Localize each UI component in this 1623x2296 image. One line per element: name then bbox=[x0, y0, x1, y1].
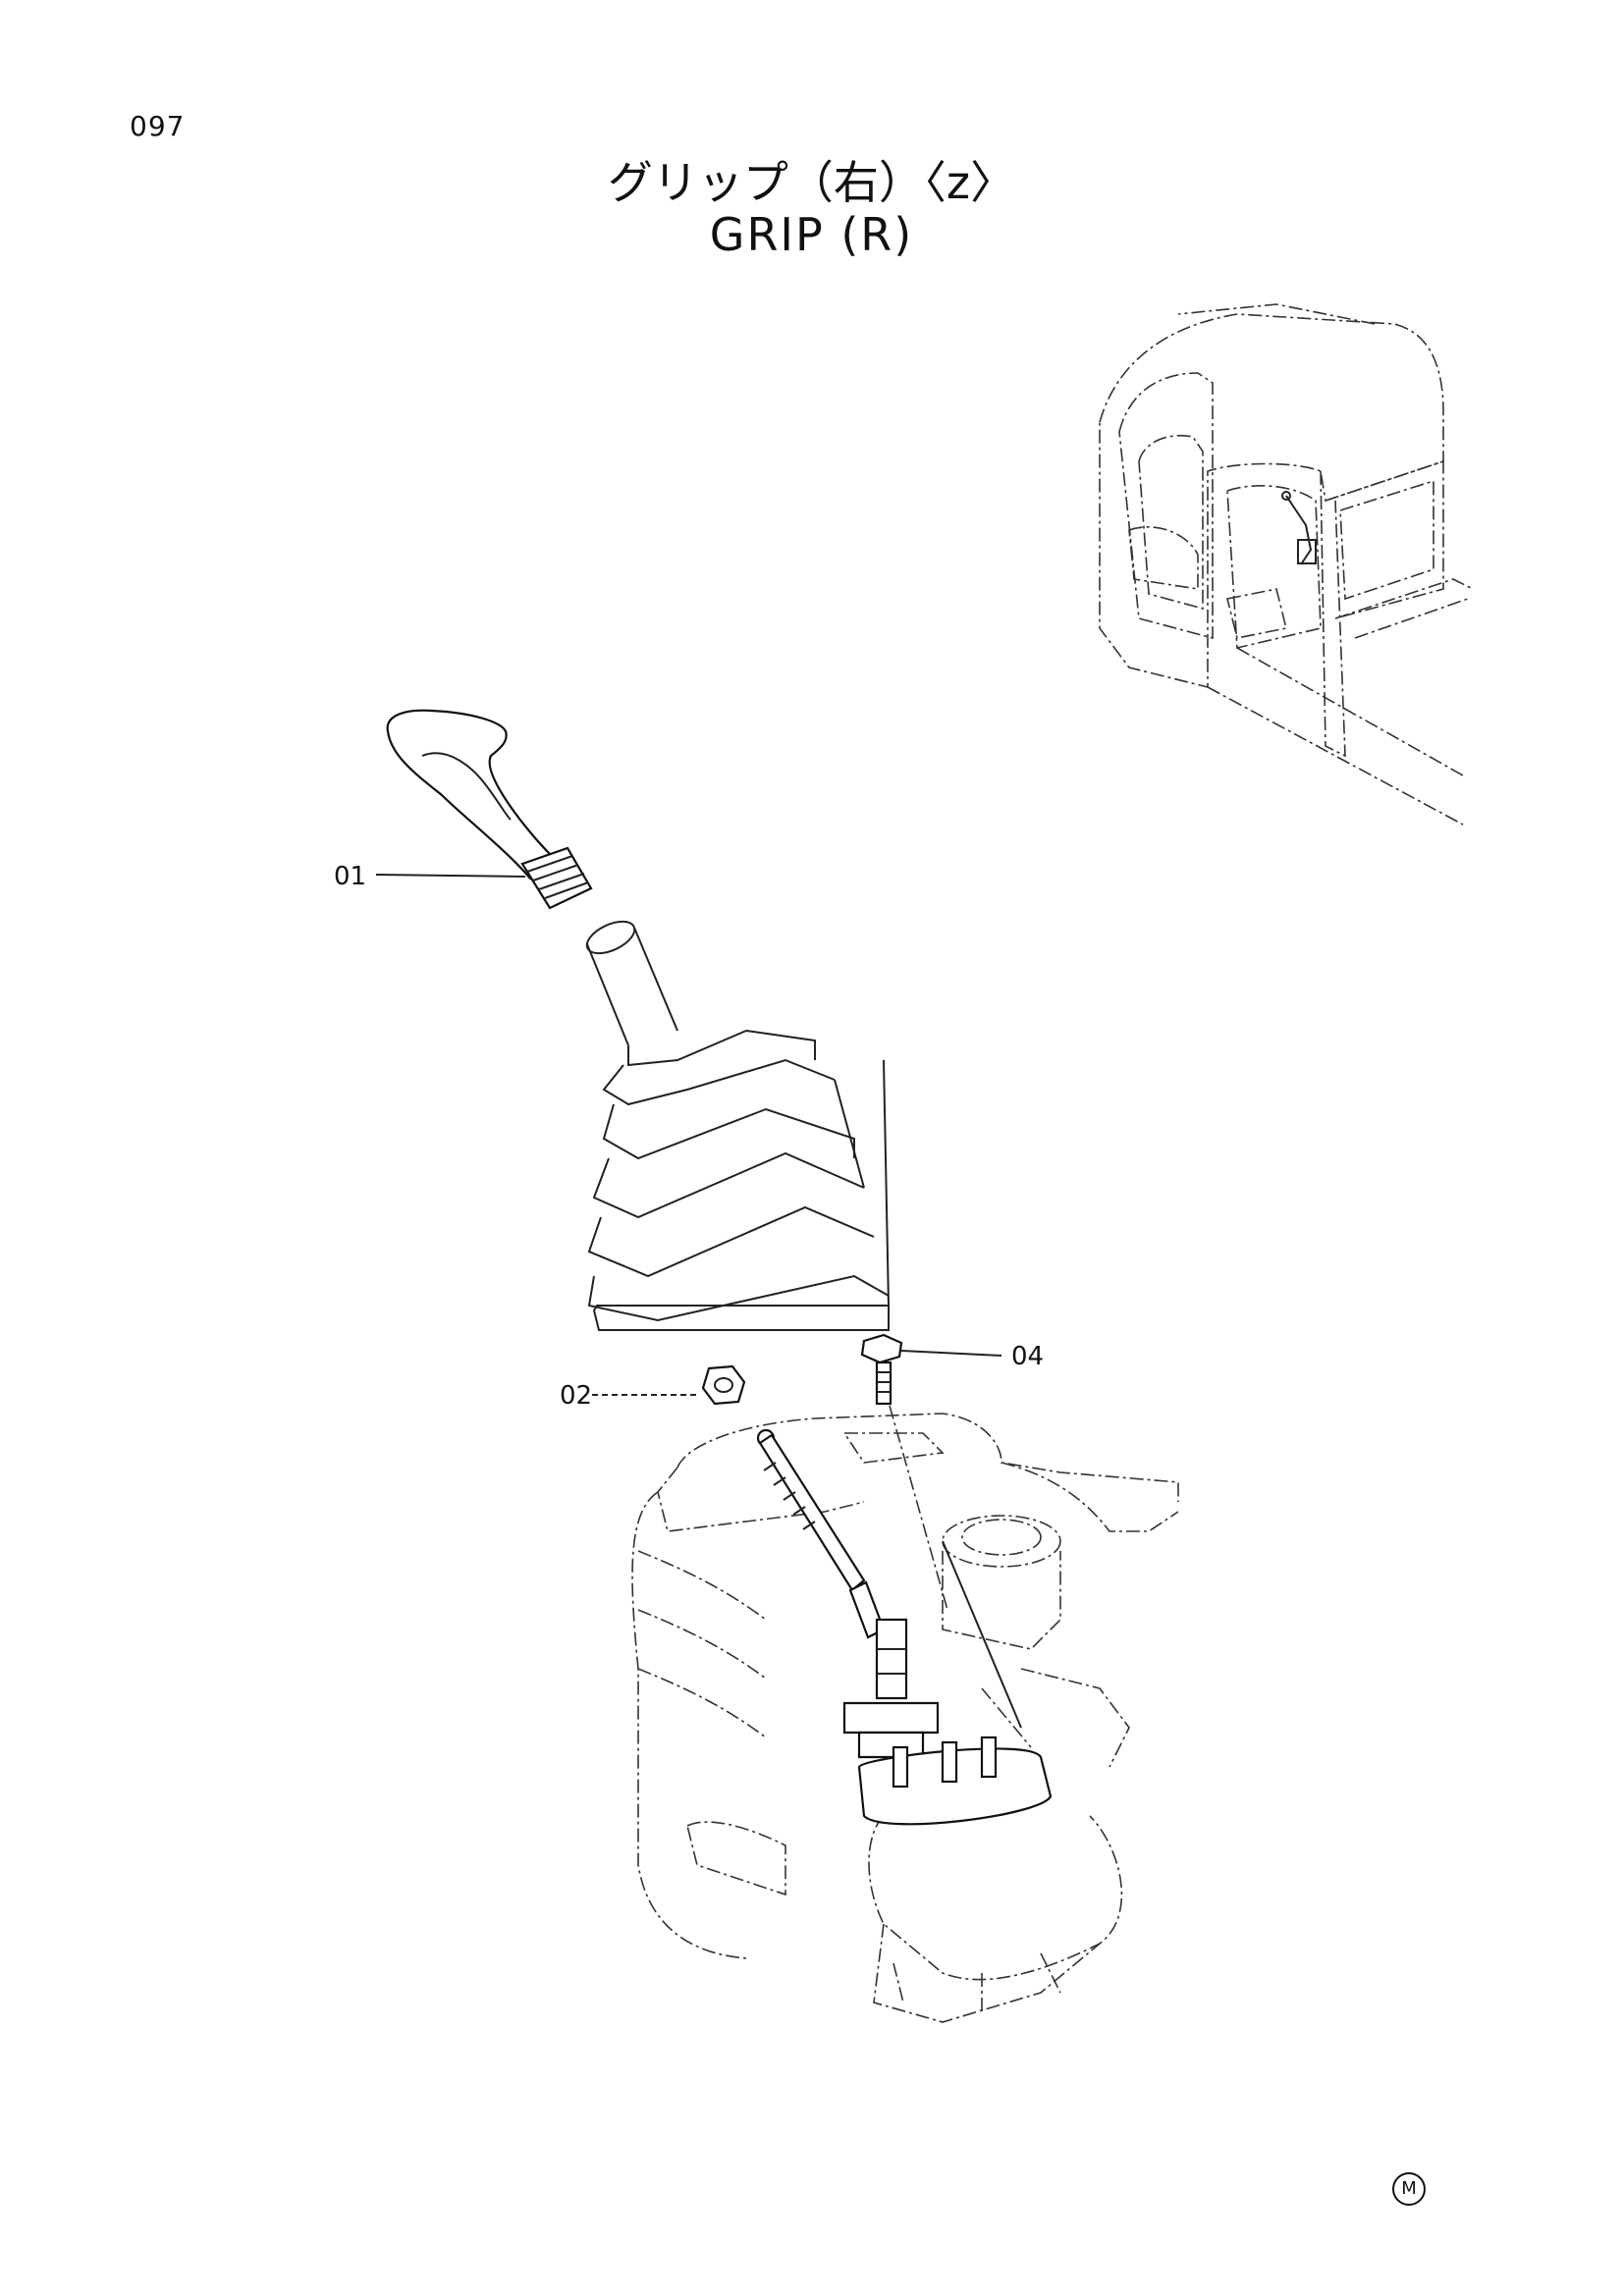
rubber-boot-illustration bbox=[585, 920, 890, 1331]
page-number: 097 bbox=[130, 110, 186, 142]
nut-part-02 bbox=[701, 1364, 746, 1406]
bolt-axis-line bbox=[889, 1405, 948, 1611]
callout-01: 01 bbox=[334, 862, 367, 891]
m-mark-icon: M bbox=[1392, 2172, 1426, 2206]
callout-02: 02 bbox=[560, 1381, 593, 1411]
title-japanese: グリップ（右）〈z〉 bbox=[607, 156, 1016, 209]
grip-part-01 bbox=[386, 709, 593, 910]
callout-04: 04 bbox=[1011, 1342, 1045, 1371]
control-console-illustration bbox=[631, 1413, 1179, 2023]
control-lever-illustration bbox=[756, 1428, 1053, 1826]
title-english: GRIP (R) bbox=[709, 208, 914, 261]
leader-line-01 bbox=[375, 874, 526, 878]
bolt-part-04 bbox=[860, 1333, 903, 1406]
leader-line-04 bbox=[900, 1350, 1002, 1357]
cab-overview-illustration bbox=[1099, 303, 1474, 826]
